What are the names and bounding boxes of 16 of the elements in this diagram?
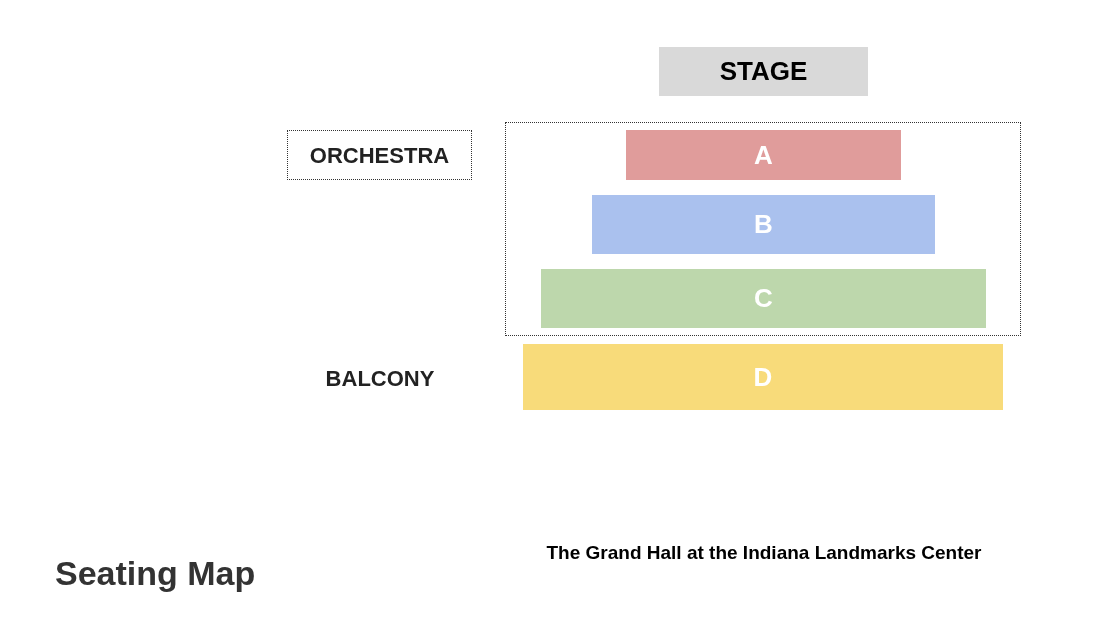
seating-section bbox=[626, 130, 901, 180]
title: Seating Map bbox=[55, 553, 256, 594]
stage-block bbox=[659, 47, 868, 96]
section-label-box bbox=[287, 130, 472, 180]
section-name: STAGE bbox=[719, 55, 808, 88]
section-name: D bbox=[753, 360, 773, 394]
seating-section bbox=[541, 269, 986, 328]
seating-section bbox=[523, 344, 1003, 410]
orchestra-outline bbox=[505, 122, 1021, 336]
section-name: B bbox=[754, 208, 773, 241]
section-name: A bbox=[754, 138, 773, 172]
section-name: C bbox=[754, 282, 773, 315]
seating-section bbox=[592, 195, 935, 254]
section-name: ORCHESTRA bbox=[309, 141, 450, 170]
caption: The Grand Hall at the Indiana Landmarks Center bbox=[545, 541, 983, 565]
section-label: BALCONY bbox=[324, 365, 436, 393]
